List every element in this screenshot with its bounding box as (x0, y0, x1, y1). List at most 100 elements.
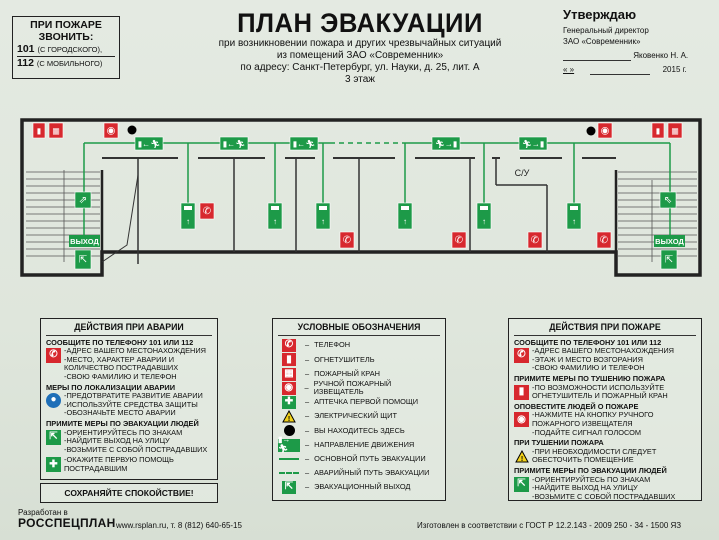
phone-icon: ✆ (514, 348, 529, 364)
section-line: КОЛИЧЕСТВО ПОСТРАДАВШИХ (64, 363, 179, 373)
exit-icon: ⇱ (46, 429, 61, 445)
door-swing (101, 174, 139, 263)
mobile-number: 112 (17, 57, 34, 69)
approval-block: Утверждаю Генеральный директор ЗАО «Совр… (563, 8, 713, 75)
legend-item: –ВЫ НАХОДИТЕСЬ ЗДЕСЬ (278, 424, 440, 438)
city-number: 101 (17, 43, 35, 55)
legend-item: –АВАРИЙНЫЙ ПУТЬ ЭВАКУАЦИИ (278, 466, 440, 480)
walls (20, 118, 702, 277)
section-line: -СВОЮ ФАМИЛИЮ И ТЕЛЕФОН (532, 363, 645, 373)
you-are-here-icon (282, 424, 296, 437)
exit-up-sign-icon: ↑ (566, 202, 582, 230)
section-line: -ЭТАЖ И МЕСТО ВОЗГОРАНИЯ (532, 354, 643, 364)
emergency-call-box: ПРИ ПОЖАРЕ ЗВОНИТЬ: 101 (С ГОРОДСКОГО), … (12, 16, 120, 79)
exit-icon: ⇱ (514, 476, 529, 492)
svg-text:↑: ↑ (186, 217, 190, 226)
direction-sign-icon: ▮→🏃︎ (278, 436, 300, 453)
svg-text:!: ! (288, 416, 290, 423)
section-line: -ОРИЕНТИРУЙТЕСЬ ПО ЗНАКАМ (532, 474, 651, 484)
fire-hose-icon: ▦ (48, 122, 64, 139)
svg-text:⇱: ⇱ (665, 255, 673, 266)
legend-label: АВАРИЙНЫЙ ПУТЬ ЭВАКУАЦИИ (314, 468, 430, 478)
svg-text:▮←🏃︎: ▮←🏃︎ (138, 140, 161, 149)
section-0: ✆-АДРЕС ВАШЕГО МЕСТОНАХОЖДЕНИЯ-МЕСТО, ХА… (46, 347, 212, 381)
fire-alarm-icon: ◉ (514, 412, 529, 428)
section-heading: ПРИМИТЕ МЕРЫ ПО ЭВАКУАЦИИ ЛЮДЕЙ (46, 418, 199, 428)
exit-up-sign-icon: ↑ (315, 202, 331, 230)
section-heading: СООБЩИТЕ ПО ТЕЛЕФОНУ 101 ИЛИ 112 (514, 337, 662, 347)
city-number-row: 101 (С ГОРОДСКОГО), (13, 43, 119, 56)
section-heading: ОПОВЕСТИТЕ ЛЮДЕЙ О ПОЖАРЕ (514, 401, 639, 411)
phone-icon: ✆ (199, 202, 215, 220)
section-line: -ПРИ НЕОБХОДИМОСТИ СЛЕДУЕТ (532, 446, 657, 456)
standard-note: Изготовлен в соответствии с ГОСТ Р 12.2.… (417, 521, 682, 530)
svg-text:↑: ↑ (572, 217, 576, 226)
signature-line (563, 52, 631, 61)
direction-sign-icon: ▮←🏃︎ (289, 136, 319, 151)
section-heading: ПРИМИТЕ МЕРЫ ПО ЭВАКУАЦИИ ЛЮДЕЙ (514, 465, 667, 475)
exit-up-sign-icon: ↑ (476, 202, 492, 230)
svg-text:✆: ✆ (531, 235, 539, 246)
section-heading: ПРИ ТУШЕНИИ ПОЖАРА (514, 438, 604, 448)
section-line: -АДРЕС ВАШЕГО МЕСТОНАХОЖДЕНИЯ (532, 346, 674, 356)
legend-label: ЭЛЕКТРИЧЕСКИЙ ЩИТ (314, 411, 397, 421)
svg-text:▦: ▦ (671, 127, 679, 136)
fire-alarm-icon: ◉ (103, 122, 119, 139)
svg-text:!: ! (520, 456, 522, 463)
accident-actions-panel: ДЕЙСТВИЯ ПРИ АВАРИИ СООБЩИТЕ ПО ТЕЛЕФОНУ… (40, 318, 218, 480)
svg-text:↑: ↑ (482, 217, 486, 226)
svg-text:✆: ✆ (343, 235, 351, 246)
city-note: (С ГОРОДСКОГО), (37, 45, 103, 54)
fire-actions-panel: ДЕЙСТВИЯ ПРИ ПОЖАРЕ СООБЩИТЕ ПО ТЕЛЕФОНУ… (508, 318, 702, 501)
section-line: -ПРЕДОТВРАТИТЕ РАЗВИТИЕ АВАРИИ (64, 391, 203, 401)
phone-icon: ✆ (282, 339, 296, 353)
exit-up-sign-icon: ↑ (267, 202, 283, 230)
divider (17, 56, 115, 57)
exit-icon: ⇱ (660, 249, 678, 270)
svg-text:◉: ◉ (107, 126, 116, 137)
svg-text:⇱: ⇱ (79, 255, 87, 266)
you-are-here-icon (586, 126, 596, 136)
svg-text:🏃︎→▮: 🏃︎→▮ (435, 140, 458, 149)
fire-hose-icon: ▦ (667, 122, 683, 139)
fire-panel-title: ДЕЙСТВИЯ ПРИ ПОЖАРЕ (514, 321, 696, 336)
legend-label: АПТЕЧКА ПЕРВОЙ ПОМОЩИ (314, 397, 419, 407)
you-are-here-icon (127, 125, 137, 135)
date-line (590, 66, 651, 75)
developer-block: Разработан в РОССПЕЦПЛАН (18, 508, 116, 530)
section-line: -СВОЮ ФАМИЛИЮ И ТЕЛЕФОН (64, 371, 177, 381)
exit-up-sign-icon: ↑ (180, 202, 196, 230)
first-aid-icon: ✚ (46, 457, 61, 473)
phone-icon: ✆ (596, 231, 612, 249)
svg-text:↑: ↑ (273, 217, 277, 226)
electric-hazard-icon: ! (282, 410, 296, 423)
svg-text:✆: ✆ (203, 206, 211, 217)
legend-item: ◉–РУЧНОЙ ПОЖАРНЫЙ ИЗВЕЩАТЕЛЬ (278, 378, 440, 397)
section-line: -ПОДАЙТЕ СИГНАЛ ГОЛОСОМ (532, 427, 642, 437)
section-1: ●-ПРЕДОТВРАТИТЕ РАЗВИТИЕ АВАРИИ-ИСПОЛЬЗУ… (46, 392, 212, 418)
svg-text:↑: ↑ (403, 217, 407, 226)
section-line: -ОРИЕНТИРУЙТЕСЬ ПО ЗНАКАМ (64, 427, 183, 437)
main-route-line-icon (278, 453, 300, 466)
section-4: ⇱-ОРИЕНТИРУЙТЕСЬ ПО ЗНАКАМ-НАЙДИТЕ ВЫХОД… (514, 474, 696, 502)
extinguisher-icon: ▮ (282, 353, 296, 367)
svg-text:⇖: ⇖ (664, 195, 672, 206)
exit-label-left: ВЫХОД (69, 235, 100, 247)
svg-text:✆: ✆ (455, 235, 463, 246)
stair-exit-sign-icon: ⇗ (74, 191, 92, 209)
section-line: -ВОЗЬМИТЕ С СОБОЙ ПОСТРАДАВШИХ (532, 491, 676, 501)
legend-label: РУЧНОЙ ПОЖАРНЫЙ ИЗВЕЩАТЕЛЬ (313, 378, 392, 397)
fire-alarm-icon: ◉ (597, 122, 613, 139)
exit-label-right-text: ВЫХОД (655, 237, 684, 246)
floor: 3 этаж (345, 74, 375, 85)
approval-position: Генеральный директор (563, 26, 649, 35)
electric-hazard-icon: ! (514, 449, 529, 464)
floor-plan: ▮←🏃︎▮←🏃︎▮←🏃︎🏃︎→▮🏃︎→▮↑↑↑↑↑↑✆✆✆✆✆▮▦◉◉▮▦⇗⇖⇱… (20, 118, 702, 277)
exit-up-sign-icon: ↑ (397, 202, 413, 230)
legend-label: ТЕЛЕФОН (314, 340, 351, 350)
brand-logo: РОССПЕЦПЛАН (18, 516, 116, 530)
stair-exit-sign-icon: ⇖ (659, 191, 677, 209)
section-line: -ИСПОЛЬЗУЙТЕ СРЕДСТВА ЗАЩИТЫ (64, 399, 198, 409)
